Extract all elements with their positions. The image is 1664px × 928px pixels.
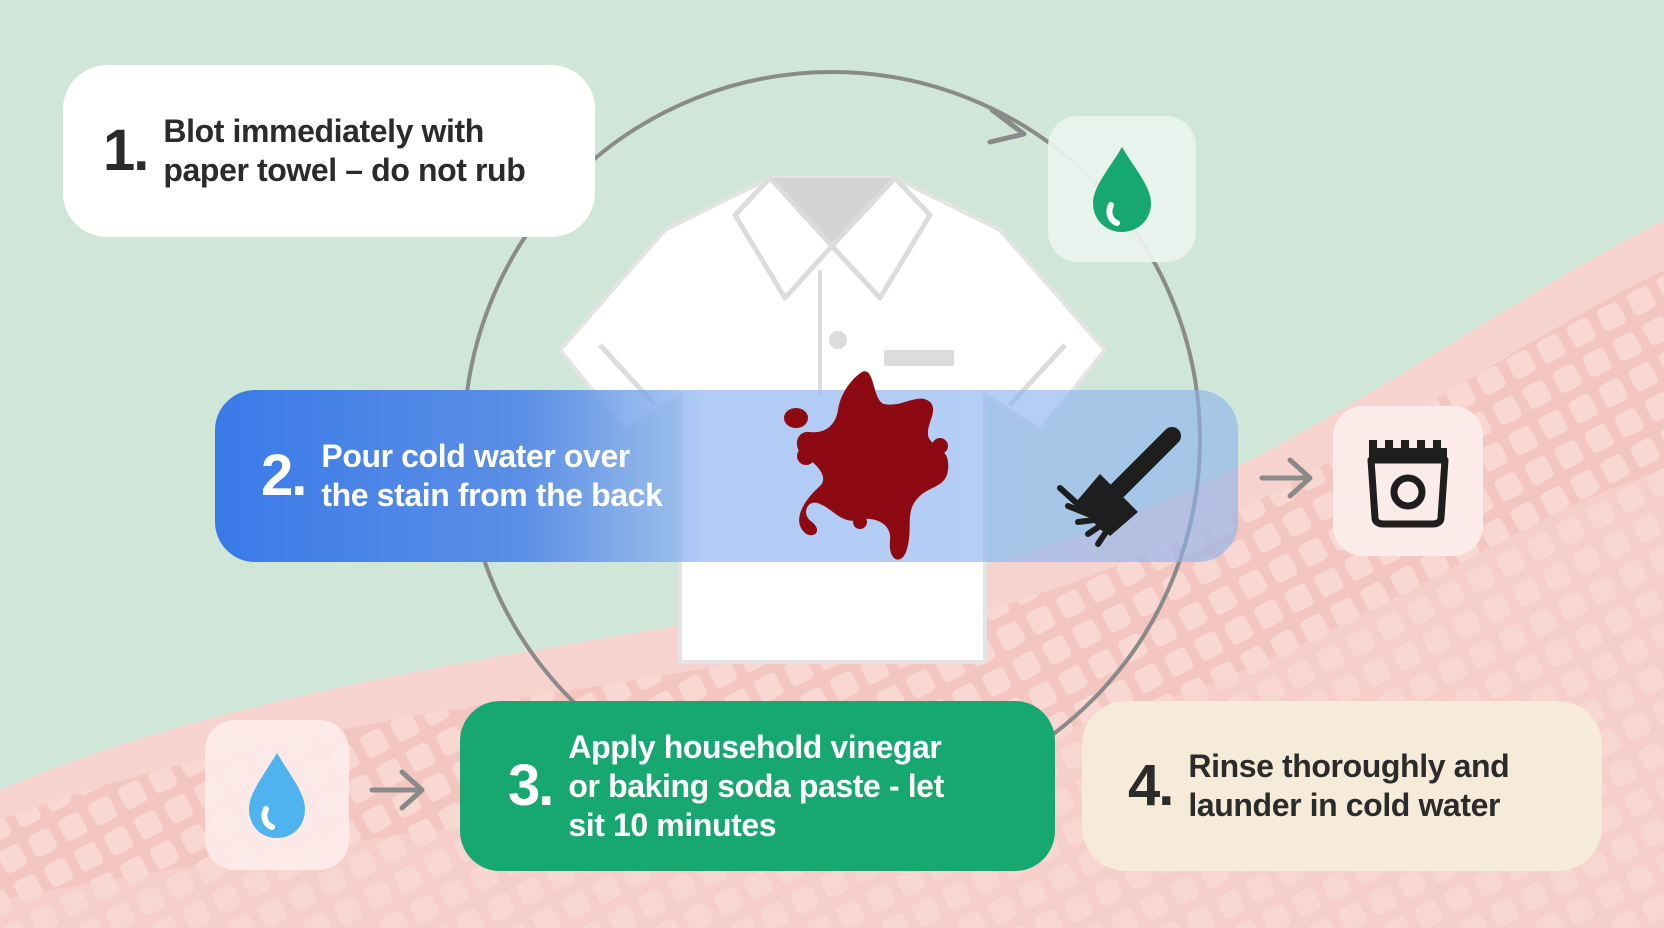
step-3-text-line-1: Apply household vinegar <box>568 728 942 765</box>
step-4-text-line-1: Rinse thoroughly and <box>1188 748 1510 784</box>
arrow-right-icon <box>369 769 425 811</box>
step-2-number: 2. <box>261 443 307 508</box>
step-3-text-line-2: or baking soda paste - let <box>568 767 944 804</box>
step-2-card: 2. Pour cold water over the stain from t… <box>215 390 1238 562</box>
arrow-right-icon <box>1259 457 1313 499</box>
water-drop-icon <box>249 753 305 838</box>
step-2-text-line-1: Pour cold water over <box>321 438 630 474</box>
washing-machine-icon <box>1367 440 1449 528</box>
green-drop-tile <box>1048 116 1196 262</box>
step-1-card: 1. Blot immediately with paper towel – d… <box>63 65 595 237</box>
cycle-arrowhead-icon <box>987 107 1027 145</box>
step-4-number: 4. <box>1128 753 1174 818</box>
step-1-text-line-1: Blot immediately with <box>163 113 484 149</box>
step-4-card: 4. Rinse thoroughly and launder in cold … <box>1082 701 1602 871</box>
step-2-text-line-2: the stain from the back <box>321 477 663 513</box>
step-3-number: 3. <box>508 753 554 818</box>
step-1-text-line-2: paper towel – do not rub <box>163 152 526 188</box>
blue-drop-tile <box>205 720 349 870</box>
step-1-number: 1. <box>103 118 149 183</box>
step-4-text-line-2: launder in cold water <box>1188 787 1501 823</box>
stain-splatter-icon <box>784 371 949 560</box>
brush-icon <box>1057 427 1181 547</box>
step-3-text-line-3: sit 10 minutes <box>568 806 777 843</box>
laundry-tile <box>1333 406 1483 556</box>
water-drop-icon <box>1093 147 1151 232</box>
step-3-card: 3. Apply household vinegar or baking sod… <box>460 701 1055 871</box>
